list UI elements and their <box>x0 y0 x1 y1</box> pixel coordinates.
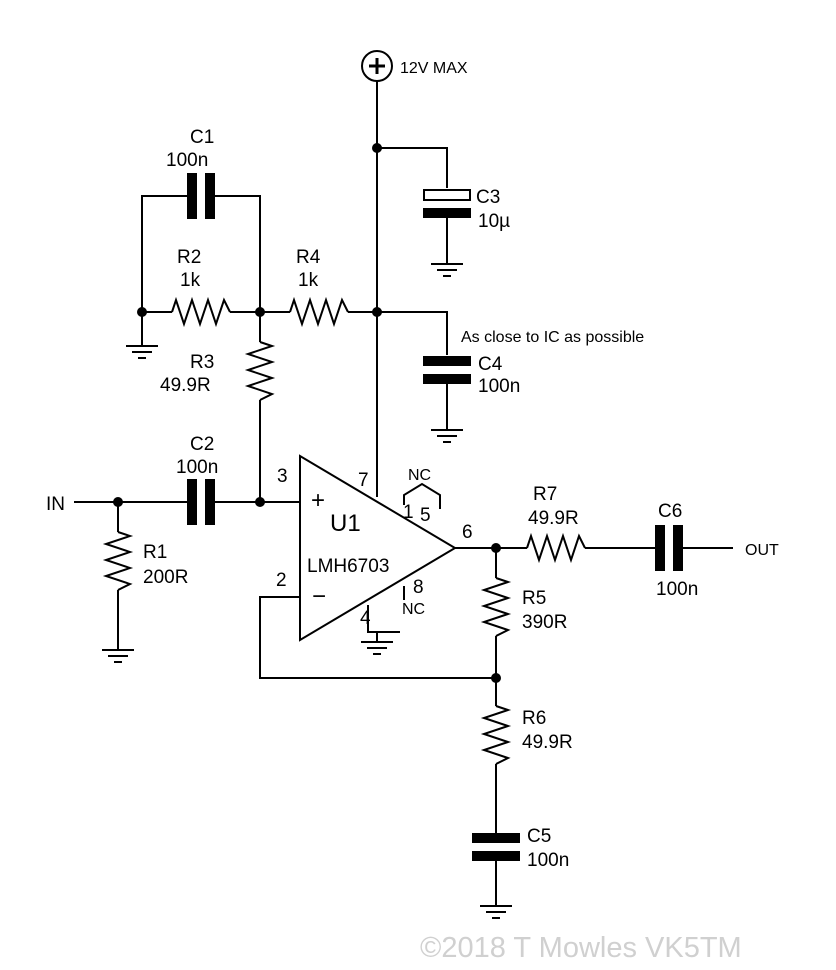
r1-resistor <box>102 531 134 591</box>
ground-icon <box>126 345 158 359</box>
supply-symbol <box>361 50 393 82</box>
r5-resistor <box>480 577 512 637</box>
r2-resistor <box>171 296 231 328</box>
c2-ref: C2 <box>190 434 214 455</box>
nc-label: NC <box>402 601 425 618</box>
opamp-part: LMH6703 <box>307 556 389 577</box>
pin4-wire <box>367 605 400 633</box>
c2-capacitor <box>187 479 197 525</box>
opamp-ref: U1 <box>330 510 361 537</box>
pin-number: 4 <box>360 608 371 629</box>
c2-capacitor <box>205 479 215 525</box>
c1-capacitor <box>187 173 197 219</box>
c6-capacitor <box>673 525 683 571</box>
c4-capacitor <box>423 374 471 384</box>
c4-capacitor <box>423 356 471 366</box>
c5-value: 100n <box>527 850 569 871</box>
r6-resistor <box>480 705 512 765</box>
r6-value: 49.9R <box>522 732 573 753</box>
c3-capacitor <box>423 189 471 218</box>
r3-ref: R3 <box>190 352 214 373</box>
pin-number: 7 <box>358 470 369 491</box>
c1-wire <box>141 195 187 312</box>
c4-wire <box>377 311 448 355</box>
opamp-minus: − <box>312 583 326 610</box>
ground-icon <box>431 429 463 443</box>
feedback-wire <box>259 596 496 679</box>
opamp-symbol <box>299 454 457 642</box>
junction-dot <box>491 673 501 683</box>
r4-resistor <box>289 296 349 328</box>
r4-value: 1k <box>298 270 319 291</box>
c3-value: 10µ <box>478 211 510 232</box>
pin-number: 6 <box>462 522 473 543</box>
ground-icon <box>480 905 512 919</box>
c3-ref: C3 <box>476 187 500 208</box>
pin-number: 2 <box>276 570 287 591</box>
r6-ref: R6 <box>522 708 546 729</box>
c5-ref: C5 <box>527 826 551 847</box>
nc-label: NC <box>408 467 431 484</box>
input-label: IN <box>46 494 65 515</box>
ground-icon <box>361 641 393 655</box>
c1-capacitor <box>205 173 215 219</box>
copyright-text: ©2018 T Mowles VK5TM <box>420 932 742 964</box>
output-label: OUT <box>745 542 779 559</box>
r4-ref: R4 <box>296 247 321 268</box>
ground-icon <box>431 263 463 277</box>
c4-value: 100n <box>478 376 520 397</box>
c5-capacitor <box>472 833 520 843</box>
r2-ref: R2 <box>177 247 201 268</box>
supply-label: 12V MAX <box>400 60 468 77</box>
placement-note: As close to IC as possible <box>461 329 644 346</box>
c6-ref: C6 <box>658 501 682 522</box>
c1-wire <box>215 195 261 312</box>
pin-number: 8 <box>413 577 424 598</box>
c1-ref: C1 <box>190 127 214 148</box>
c5-capacitor <box>472 851 520 861</box>
c2-value: 100n <box>176 457 218 478</box>
c6-capacitor <box>655 525 665 571</box>
nc-pin-stub <box>403 482 441 509</box>
pin-number: 1 <box>403 502 414 523</box>
c6-value: 100n <box>656 579 698 600</box>
r7-value: 49.9R <box>528 508 579 529</box>
junction-dot <box>255 497 265 507</box>
c4-ref: C4 <box>478 354 503 375</box>
r1-value: 200R <box>143 567 188 588</box>
c3-wire <box>377 147 448 188</box>
c1-value: 100n <box>166 150 208 171</box>
r2-value: 1k <box>180 270 201 291</box>
pin-number: 5 <box>420 505 431 526</box>
opamp-plus: + <box>311 487 325 514</box>
r5-value: 390R <box>522 612 567 633</box>
r7-resistor <box>526 532 586 564</box>
r3-value: 49.9R <box>160 375 211 396</box>
r3-resistor <box>244 341 276 401</box>
ground-icon <box>102 649 134 663</box>
pin-number: 3 <box>277 466 288 487</box>
r7-ref: R7 <box>533 484 557 505</box>
r5-ref: R5 <box>522 588 546 609</box>
r1-ref: R1 <box>143 542 167 563</box>
